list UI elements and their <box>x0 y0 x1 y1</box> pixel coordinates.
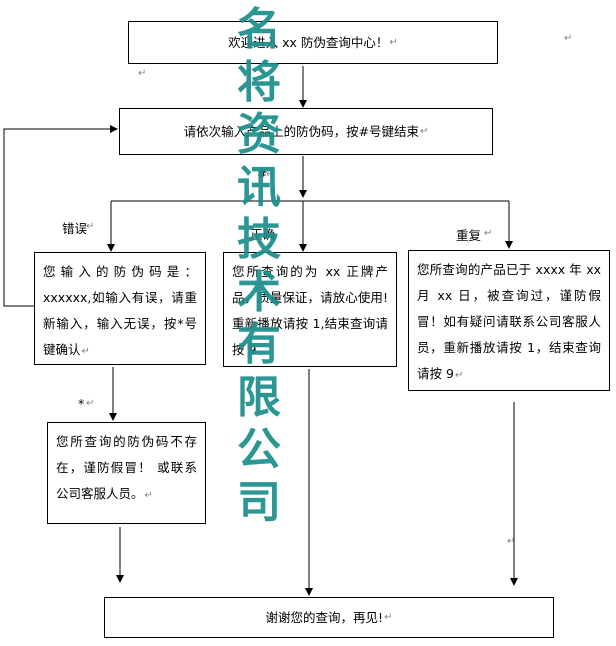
repeat-box: 您所查询的产品已于 xxxx 年 xx 月 xx 日，被查询过，谨防假冒！如有疑… <box>408 250 610 391</box>
return-mark: ↵ <box>484 228 493 239</box>
return-mark: ↵ <box>564 33 573 44</box>
return-mark: ↵ <box>81 346 90 357</box>
genuine-text: 您所查询的为 xx 正牌产品，质量保证，请放心使用!重新播放请按 1,结束查询请… <box>232 264 388 357</box>
edge-label-duplicate: 重复 <box>456 228 482 243</box>
edge-label-wrong: 错误 <box>62 221 88 236</box>
edge-label-correct: 正确 <box>250 227 276 242</box>
input-code-text: 请依次输入产品上的防伪码，按#号键结束 <box>183 123 420 139</box>
not-found-box: 您所查询的防伪码不存在，谨防假冒！ 或联系公司客服人员。↵ <box>47 422 206 524</box>
not-found-text: 您所查询的防伪码不存在，谨防假冒！ 或联系公司客服人员。 <box>56 434 197 501</box>
error-text: 您输入的防伪码是：xxxxxx,如输入有误，请重新输入，输入无误，按*号键确认 <box>43 264 197 357</box>
return-mark: ↵ <box>266 169 275 180</box>
repeat-text: 您所查询的产品已于 xxxx 年 xx 月 xx 日，被查询过，谨防假冒！如有疑… <box>417 262 601 381</box>
edge-label-hash: # <box>257 166 268 181</box>
return-mark: ↵ <box>138 68 147 79</box>
welcome-text: 欢迎进入 xx 防伪查询中心！ <box>228 34 389 50</box>
input-code-box: 请依次输入产品上的防伪码，按#号键结束↵ <box>119 108 493 155</box>
edge-label-star: * <box>78 396 85 411</box>
return-mark: ↵ <box>454 370 464 381</box>
return-mark: ↵ <box>389 36 398 48</box>
loop-error-to-input <box>3 125 118 307</box>
return-mark: ↵ <box>384 611 393 623</box>
error-box: 您输入的防伪码是：xxxxxx,如输入有误，请重新输入，输入无误，按*号键确认↵ <box>34 252 206 365</box>
return-mark: ↵ <box>144 490 153 501</box>
return-mark: ↵ <box>507 536 516 547</box>
genuine-box: 您所查询的为 xx 正牌产品，质量保证，请放心使用!重新播放请按 1,结束查询请… <box>223 252 397 367</box>
thanks-box: 谢谢您的查询，再见!↵ <box>104 597 554 638</box>
return-mark: ↵ <box>420 125 429 137</box>
return-mark: ↵ <box>86 221 95 232</box>
welcome-box: 欢迎进入 xx 防伪查询中心！↵ <box>128 21 498 64</box>
return-mark: ↵ <box>86 398 95 409</box>
thanks-text: 谢谢您的查询，再见! <box>265 609 384 625</box>
